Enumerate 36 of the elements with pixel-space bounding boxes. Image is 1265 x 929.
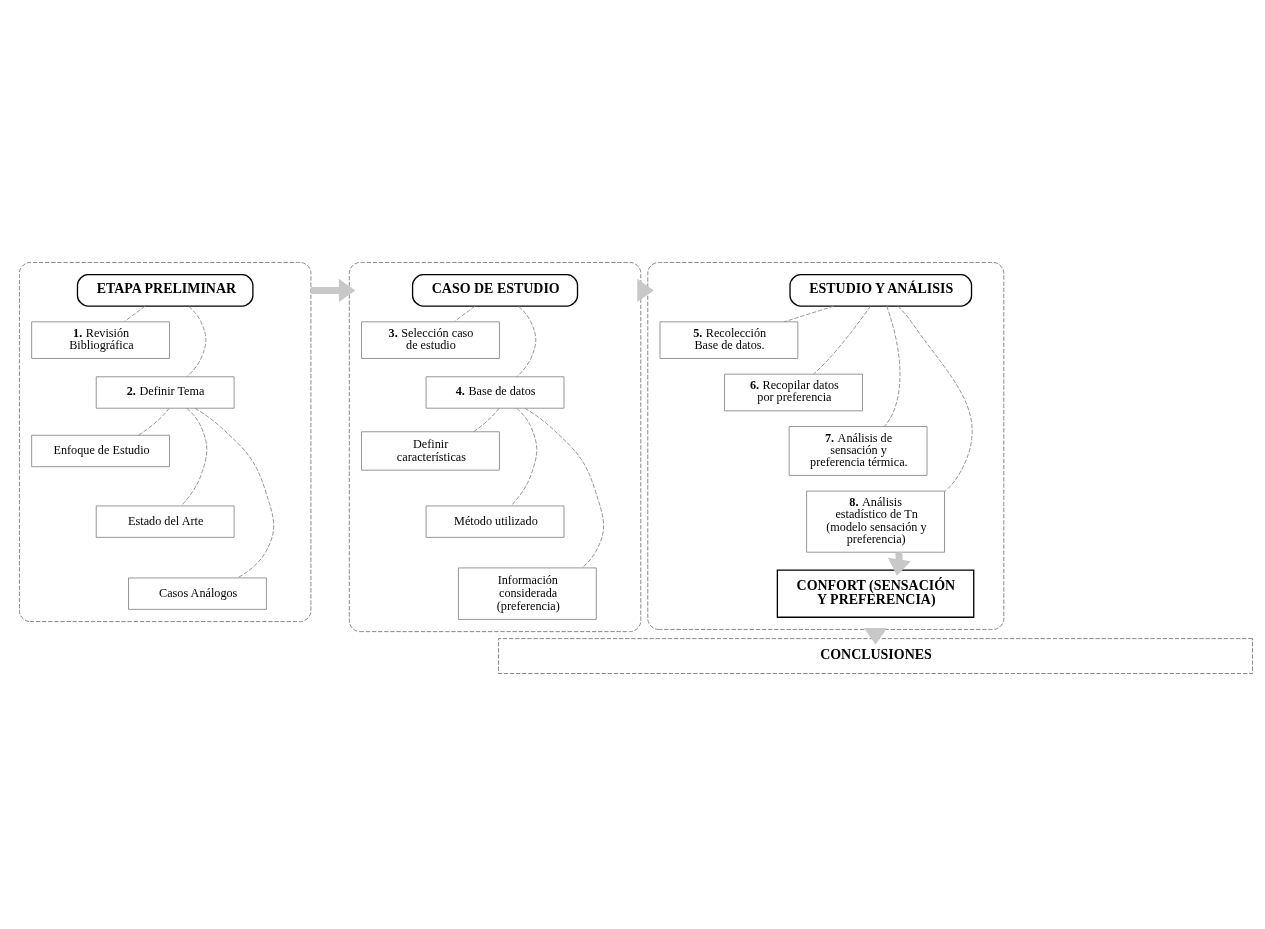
node-box: 4. Base de datos xyxy=(425,376,565,409)
connector xyxy=(453,305,476,323)
node-box: 3. Selección caso de estudio xyxy=(361,321,500,359)
connector xyxy=(884,305,901,427)
connector xyxy=(813,305,871,375)
cluster xyxy=(348,262,642,633)
node-box: CASO DE ESTUDIO xyxy=(411,274,579,307)
connector xyxy=(138,407,170,436)
node-box: ETAPA PRELIMINAR xyxy=(76,274,254,307)
node-box: CONCLUSIONES xyxy=(498,638,1253,674)
connector xyxy=(897,305,973,492)
node-box: 5. Recolección Base de datos. xyxy=(659,321,799,359)
node-box: Estado del Arte xyxy=(95,505,235,538)
cluster xyxy=(19,262,312,622)
connector xyxy=(180,407,208,507)
connector xyxy=(194,407,275,579)
node-box: ESTUDIO Y ANÁLISIS xyxy=(789,274,973,307)
connector xyxy=(516,305,537,378)
node-box: 2. Definir Tema xyxy=(95,376,235,409)
node-box: 6. Recopilar datos por preferencia xyxy=(724,373,863,412)
connector xyxy=(186,305,207,378)
arrow xyxy=(310,278,356,302)
node-box: Enfoque de Estudio xyxy=(31,434,170,468)
node-box: CONFORT (SENSACIÓN Y PREFERENCIA) xyxy=(776,569,975,618)
connector xyxy=(473,407,500,433)
node-box: Casos Análogos xyxy=(128,577,267,610)
node-box: 1. Revisión Bibliográfica xyxy=(31,321,170,359)
node-box: 8. Análisis estadístico de Tn (modelo sensación y preferencia) xyxy=(806,490,945,553)
connector xyxy=(123,305,146,323)
connector xyxy=(524,407,605,569)
connector xyxy=(510,407,538,507)
node-box: Definir características xyxy=(361,431,500,471)
node-box: Información considerada (preferencia) xyxy=(457,567,597,620)
connector xyxy=(783,305,834,323)
node-box: Método utilizado xyxy=(425,505,565,538)
node-box: 7. Análisis de sensación y preferencia térmica. xyxy=(788,426,928,476)
